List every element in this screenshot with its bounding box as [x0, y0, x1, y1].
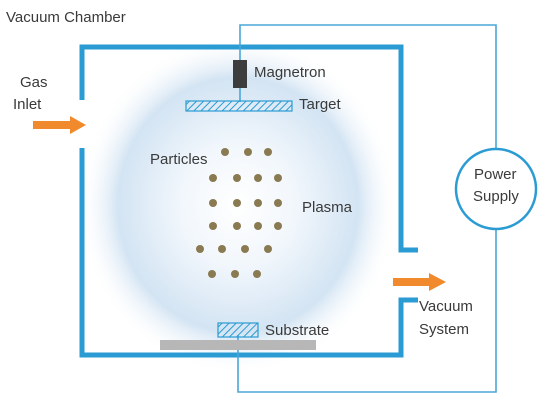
vacuum-system-label-line2: System — [419, 321, 470, 338]
substrate-label: Substrate — [265, 322, 330, 339]
particle — [209, 199, 217, 207]
substrate-stage — [160, 340, 316, 350]
particle — [254, 199, 262, 207]
particle — [218, 245, 226, 253]
particle — [274, 199, 282, 207]
particle — [244, 148, 252, 156]
power-supply-label-line1: Power — [474, 166, 517, 183]
power-supply — [454, 147, 538, 231]
power-supply-label-line2: Supply — [473, 188, 519, 205]
particle — [231, 270, 239, 278]
particle — [209, 222, 217, 230]
diagram-title: Vacuum Chamber — [6, 9, 126, 26]
particle — [264, 245, 272, 253]
plasma-label: Plasma — [302, 199, 353, 216]
particle — [253, 270, 261, 278]
target-plate — [185, 100, 293, 112]
particle — [254, 222, 262, 230]
gas-inlet-label-line1: Gas — [20, 74, 48, 91]
substrate — [217, 322, 259, 338]
chamber-wall — [79, 44, 418, 358]
gas-inlet-label-line2: Inlet — [13, 96, 42, 113]
particle — [209, 174, 217, 182]
magnetron-label: Magnetron — [254, 64, 326, 81]
magnetron — [233, 60, 247, 88]
particles — [196, 148, 282, 278]
gas-inlet-arrow — [33, 116, 86, 134]
particle — [233, 199, 241, 207]
target-label: Target — [299, 96, 341, 113]
particle — [196, 245, 204, 253]
particle — [241, 245, 249, 253]
particle — [221, 148, 229, 156]
particle — [264, 148, 272, 156]
particle — [274, 222, 282, 230]
particle — [254, 174, 262, 182]
particle — [233, 222, 241, 230]
particles-label: Particles — [150, 151, 208, 168]
particle — [208, 270, 216, 278]
vacuum-outlet-arrow — [393, 273, 446, 291]
particle — [233, 174, 241, 182]
vacuum-system-label-line1: Vacuum — [419, 298, 473, 315]
particle — [274, 174, 282, 182]
